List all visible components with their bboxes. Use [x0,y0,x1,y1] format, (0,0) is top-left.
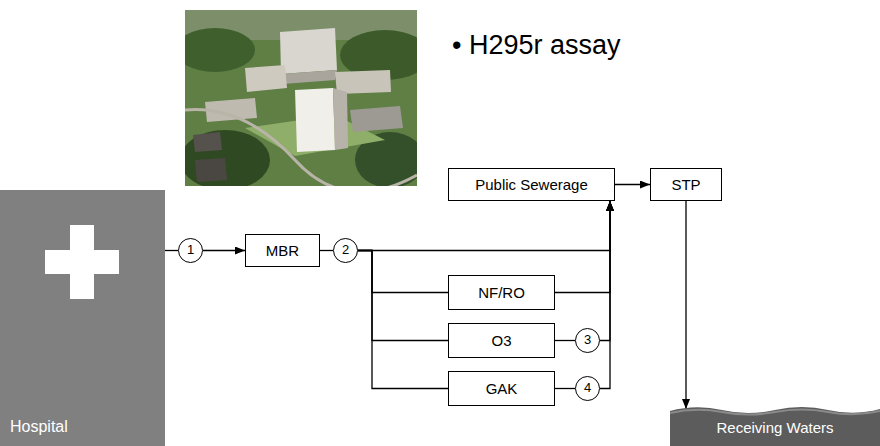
sample-point: 4 [575,376,600,401]
node-label: Public Sewerage [475,176,588,193]
hospital-block: Hospital [0,190,165,446]
flow-connector [165,250,178,251]
hospital-photo [185,10,417,186]
node-label: Receiving Waters [717,419,834,436]
photo-building [245,65,287,92]
photo-parking [350,106,403,132]
node-label: GAK [486,380,518,397]
photo-building [335,70,391,94]
process-box: GAK [448,371,555,406]
photo-tower-shade [333,88,348,150]
sample-point: 3 [575,328,600,353]
sample-point: 1 [178,238,203,263]
callout-number: 4 [584,381,591,396]
photo-trees [185,28,255,72]
flow-connector [600,201,610,341]
water-fill [670,407,880,446]
flow-connector [555,340,575,341]
photo-tower [295,88,335,152]
flow-connector [320,250,333,251]
flow-connector [615,184,650,185]
callout-number: 1 [187,243,194,258]
node-label: Hospital [10,418,68,436]
flow-connector [600,201,610,389]
callout-number: 2 [342,243,349,258]
photo-road [185,110,417,186]
node-label: O3 [491,332,511,349]
heading-note: • H295r assay [452,30,621,61]
flow-connector [555,201,610,293]
photo-building-dark [195,158,227,182]
process-box: MBR [245,234,320,267]
flow-connector [358,201,610,251]
process-box: Public Sewerage [448,168,615,201]
photo-building-shade [281,70,337,84]
process-box: O3 [448,323,555,358]
flow-connector [358,251,448,389]
flow-connector [555,388,575,389]
node-label: NF/RO [478,284,525,301]
callout-number: 3 [584,333,591,348]
sample-point: 2 [333,238,358,263]
process-box: NF/RO [448,275,555,310]
node-label: MBR [266,242,299,259]
water-wave [670,410,880,415]
photo-building [280,28,337,74]
node-label: STP [671,176,700,193]
process-box: STP [650,168,722,201]
flow-connector [685,201,686,409]
cross-horizontal [45,250,119,274]
flow-connector [203,250,245,251]
receiving-waters: Receiving Waters [670,404,880,446]
photo-trees [185,130,270,186]
photo-building-dark [193,132,222,152]
cross-vertical [70,225,94,299]
